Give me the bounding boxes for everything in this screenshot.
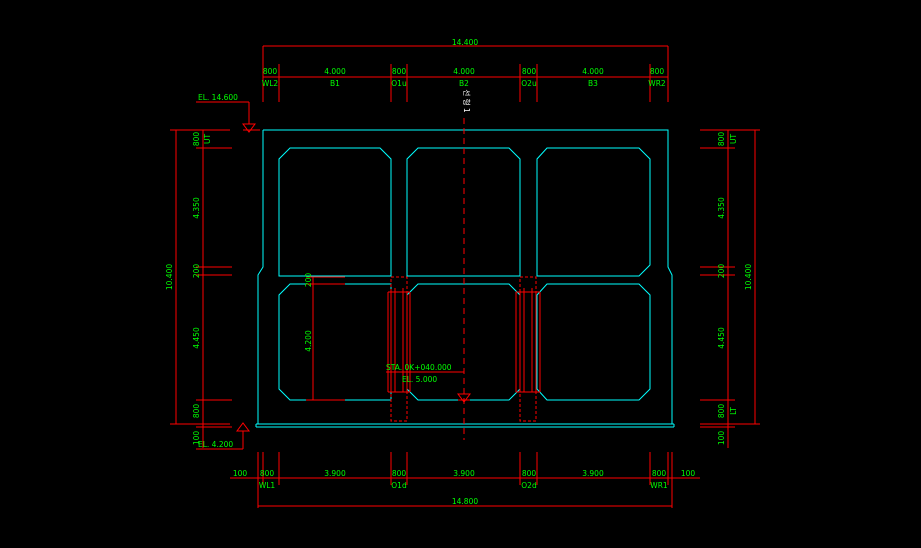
left-seg-upper: 4.350 [192,197,201,219]
station-el: EL. 5.000 [402,375,437,384]
bottom-dimension: 100 800 3.900 800 3.900 800 3.900 800 10… [230,452,700,508]
top-dimension: 14.400 800 4.000 800 4.000 800 4.000 800… [262,38,669,102]
elevation-top-label: EL. 14.600 [198,93,238,102]
inner-dim-height: 4.200 [304,330,313,352]
bottom-label-wr1: WR1 [650,481,668,490]
left-seg-lower: 4.450 [192,327,201,349]
upper-cell-3 [536,147,651,277]
left-seg-800-bottom: 800 [192,404,201,419]
left-overall: 10.400 [165,264,174,290]
left-seg-800-top: 800 [192,132,201,147]
bottom-seg-cell2: 3.900 [453,469,475,478]
top-label-b1: B1 [330,79,340,88]
top-seg-o1u: 800 [392,67,407,76]
station-sta: STA. 0K+040.000 [386,363,452,372]
left-dimension: 10.400 800 4.350 200 4.450 800 100 UT [165,129,232,448]
inner-dim-200: 200 [304,273,313,288]
right-seg-upper: 4.350 [717,197,726,219]
top-label-b3: B3 [588,79,598,88]
top-label-wr2: WR2 [648,79,666,88]
bottom-label-o2d: O2d [521,481,537,490]
elevation-bottom: EL. 4.200 [196,422,250,450]
right-seg-100: 100 [717,431,726,446]
upper-cell-2 [406,147,521,277]
bottom-seg-o1d: 800 [392,469,407,478]
top-seg-b1: 4.000 [324,67,346,76]
top-label-o2u: O2u [521,79,537,88]
bottom-seg-cell1: 3.900 [324,469,346,478]
right-seg-200: 200 [717,264,726,279]
right-label-lt: LT [729,407,738,415]
center-label: 선 형 1 [462,89,471,113]
bottom-seg-100-right: 100 [681,469,696,478]
inner-dimension: 200 4.200 [304,273,345,401]
left-label-ut: UT [203,134,212,144]
upper-cells [278,147,651,277]
top-overall: 14.400 [452,38,478,47]
right-overall: 10.400 [744,264,753,290]
top-seg-wl2: 800 [263,67,278,76]
station-marker: STA. 0K+040.000 EL. 5.000 [386,363,471,403]
interior-wall-left [387,276,411,422]
right-seg-800-top: 800 [717,132,726,147]
top-label-o1u: O1u [391,79,407,88]
elevation-top: EL. 14.600 [196,93,260,133]
top-label-b2: B2 [459,79,469,88]
bottom-overall: 14.800 [452,497,478,506]
upper-cell-1 [278,147,392,277]
right-seg-lower: 4.450 [717,327,726,349]
bottom-label-o1d: O1d [391,481,407,490]
right-dimension: 10.400 800 4.350 200 4.450 800 100 UT LT [700,129,760,448]
interior-wall-right [515,276,541,422]
top-seg-b3: 4.000 [582,67,604,76]
top-seg-b2: 4.000 [453,67,475,76]
bottom-seg-cell3: 3.900 [582,469,604,478]
right-seg-800-bottom: 800 [717,404,726,419]
bottom-seg-o2d: 800 [522,469,537,478]
bottom-seg-100-left: 100 [233,469,248,478]
elevation-bottom-label: EL. 4.200 [198,440,233,449]
box-culvert-outline [255,129,675,428]
bottom-seg-wr1: 800 [652,469,667,478]
right-label-ut: UT [729,134,738,144]
lower-cell-1 [278,283,392,401]
bottom-seg-wl1: 800 [260,469,275,478]
bottom-label-wl1: WL1 [259,481,276,490]
left-seg-200: 200 [192,264,201,279]
left-seg-100: 100 [192,431,201,446]
top-seg-wr2: 800 [650,67,665,76]
top-label-wl2: WL2 [262,79,279,88]
top-seg-o2u: 800 [522,67,537,76]
lower-cell-3 [536,283,651,401]
